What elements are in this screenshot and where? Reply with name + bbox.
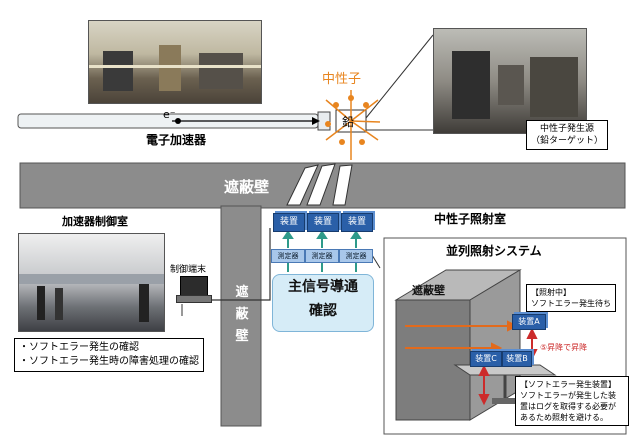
shield-wall-vertical: [220, 205, 262, 427]
shield-slits: [286, 163, 353, 206]
soft-error-line2: 置はログを取得する必要が: [520, 402, 616, 411]
parallel-system-title: 並列照射システム: [446, 244, 542, 258]
inner-wall-block: [394, 269, 522, 421]
lead-label: 鉛: [342, 115, 355, 129]
neutron-rays: [325, 90, 381, 160]
shield-wall-vertical-char3: 壁: [235, 329, 249, 344]
device-3: 装置: [341, 213, 373, 232]
main-signal-line2: 確認: [309, 303, 337, 319]
device-b: 装置B: [502, 351, 532, 367]
neutron-source-callout: 中性子発生源 （鉛ターゲット）: [526, 120, 609, 150]
meter-2: 測定器: [305, 249, 339, 263]
device-2: 装置: [307, 213, 339, 232]
device-a: 装置A: [512, 314, 546, 330]
electron-dot: [175, 118, 181, 124]
accelerator-label: 電子加速器: [146, 133, 207, 147]
shield-wall-vertical-label: 遮 蔽 壁: [232, 282, 252, 348]
shield-wall-vertical-char1: 遮: [235, 285, 249, 300]
shield-wall-top-label: 遮蔽壁: [224, 178, 270, 196]
inner-wall-label: 遮蔽壁: [412, 284, 445, 297]
irradiation-room-label: 中性子照射室: [434, 212, 507, 226]
signal-arrows: [282, 230, 362, 248]
neutron-label: 中性子: [322, 72, 362, 87]
electron-label: e⁻: [163, 108, 176, 121]
control-notes-callout: ・ソフトエラー発生の確認 ・ソフトエラー発生時の障害処理の確認: [14, 338, 204, 372]
control-terminal-laptop: [176, 276, 212, 303]
control-terminal-label: 制御端末: [170, 265, 207, 275]
main-signal-callout: 主信号導通 確認: [272, 274, 374, 332]
irradiating-callout: 【照射中】 ソフトエラー発生待ち: [526, 284, 616, 312]
soft-error-line1: ソフトエラーが発生した装: [520, 391, 616, 400]
soft-error-line3: あるため照射を避ける。: [520, 413, 608, 422]
control-note-1: ・ソフトエラー発生の確認: [19, 342, 139, 353]
irradiating-text: ソフトエラー発生待ち: [531, 299, 611, 308]
device-1: 装置: [273, 213, 305, 232]
shield-wall-vertical-char2: 蔽: [235, 307, 249, 322]
control-room-photo: [18, 233, 165, 332]
neutron-source-photo: [433, 28, 587, 134]
meter-1: 測定器: [271, 249, 305, 263]
control-room-label: 加速器制御室: [62, 215, 128, 228]
control-note-2: ・ソフトエラー発生時の障害処理の確認: [19, 356, 199, 367]
soft-error-callout: 【ソフトエラー発生装置】 ソフトエラーが発生した装 置はログを取得する必要が あ…: [515, 376, 629, 426]
accelerator-photo: [88, 20, 262, 104]
meter-3: 測定器: [339, 249, 373, 263]
main-signal-line1: 主信号導通: [288, 279, 358, 295]
irradiating-title: 【照射中】: [531, 288, 571, 297]
neutron-source-line2: （鉛ターゲット）: [531, 136, 604, 146]
lift-label: ⑤昇降で昇降: [540, 343, 588, 352]
soft-error-title: 【ソフトエラー発生装置】: [520, 380, 616, 389]
neutron-source-line1: 中性子発生源: [540, 124, 595, 134]
device-c: 装置C: [470, 351, 502, 367]
